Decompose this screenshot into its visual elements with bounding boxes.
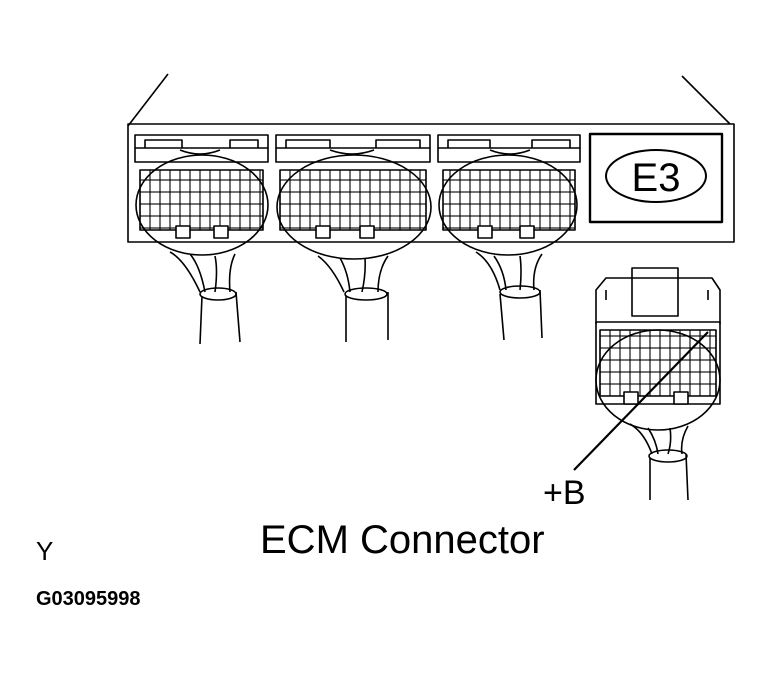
mating-connector (595, 267, 721, 501)
ecm-header-1 (134, 134, 269, 345)
ecm-body-left-edge (127, 73, 169, 127)
ecm-header-2 (275, 134, 432, 342)
pin-pointer-line (573, 331, 709, 471)
ecm-body-face (127, 123, 735, 243)
marker-letter: Y (36, 536, 54, 566)
pin-label: +B (543, 474, 586, 512)
ecm-header-3 (437, 134, 581, 341)
ecm-body-right-edge (681, 75, 731, 125)
figure-code: G03095998 (36, 588, 141, 610)
connector-tag-label: E3 (632, 156, 681, 200)
connector-tag-box (588, 132, 724, 224)
diagram-title: ECM Connector (260, 518, 545, 562)
connector-tag-oval (605, 149, 707, 203)
